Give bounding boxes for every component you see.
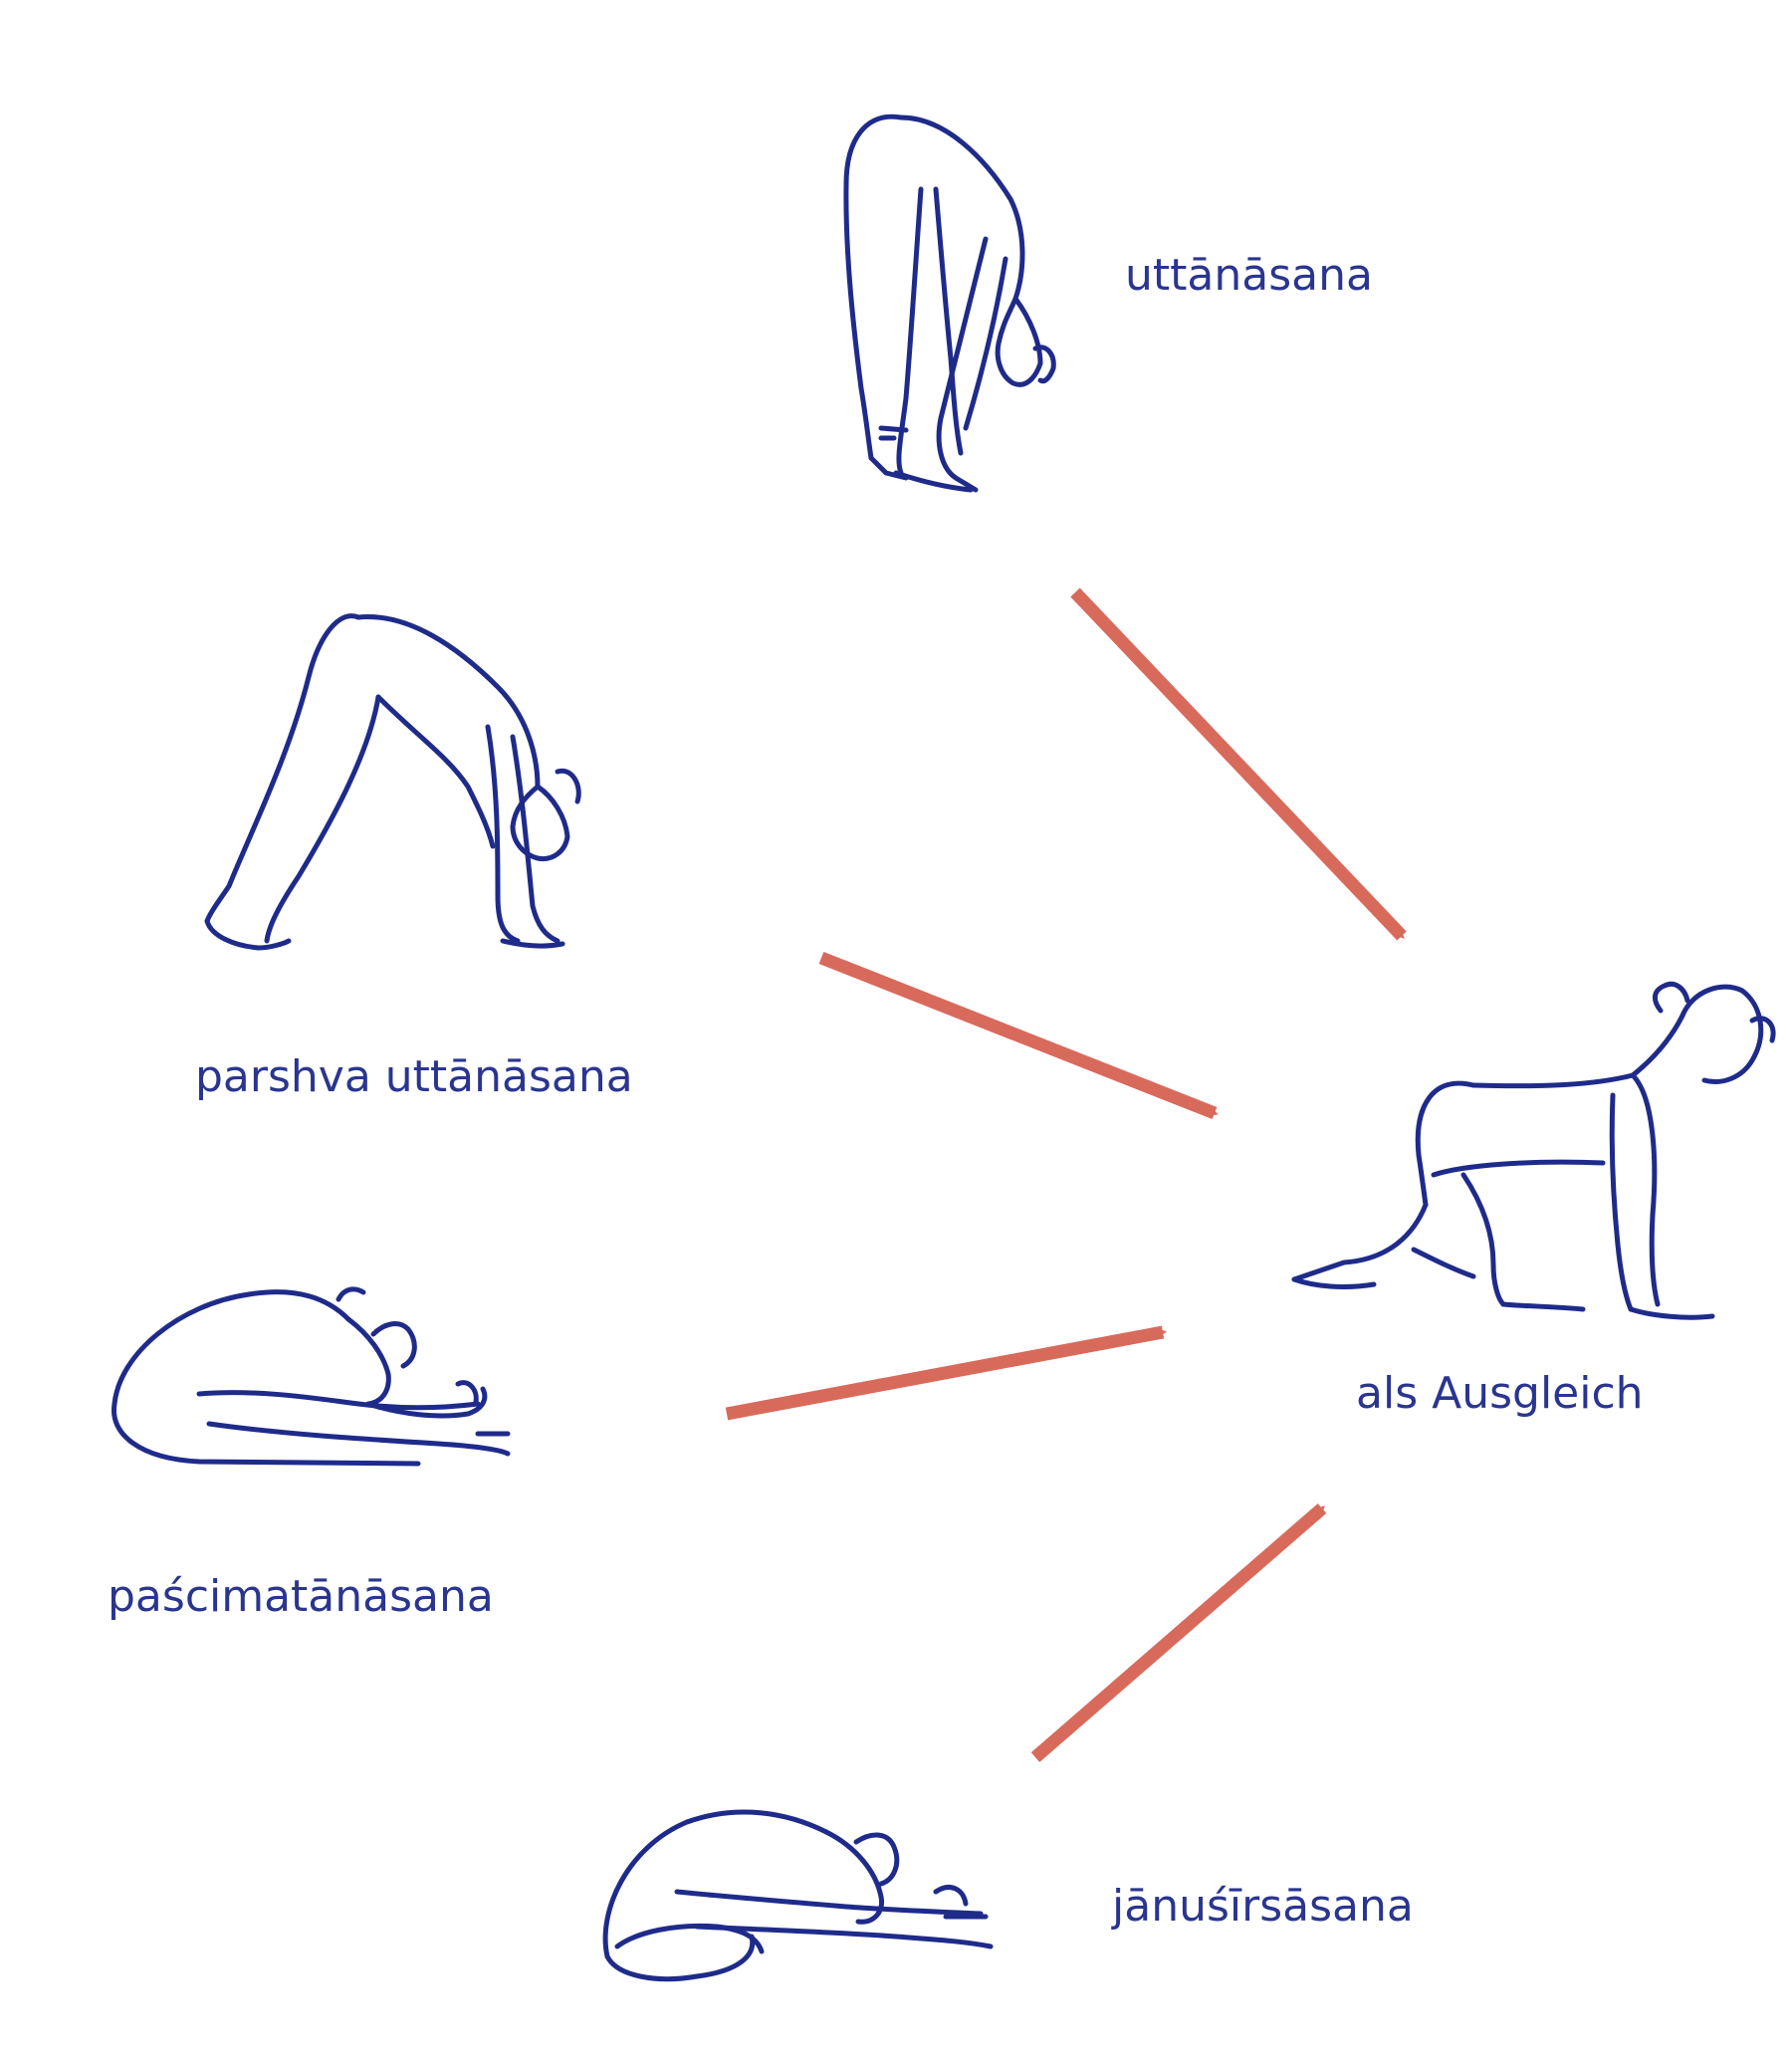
arrow-parshva-uttanasana	[818, 951, 1219, 1120]
arrow-uttanasana	[1070, 587, 1407, 941]
label-pascimatanasana: paścimatānāsana	[108, 1571, 494, 1622]
uttanasana-figure-icon	[843, 114, 1056, 493]
arrow-pascimatanasana	[725, 1325, 1167, 1421]
label-als-ausgleich: als Ausgleich	[1356, 1368, 1644, 1419]
arrow-janusirsasana	[1030, 1503, 1327, 1762]
cat-pose-figure-icon	[1291, 981, 1776, 1320]
janusirsasana-figure-icon	[602, 1809, 994, 1982]
label-janusirsasana: jānuśīrsāsana	[1112, 1881, 1414, 1932]
pascimatanasana-figure-icon	[111, 1286, 511, 1467]
parshva-uttanasana-figure-icon	[204, 613, 581, 951]
label-parshva-uttanasana: parshva uttānāsana	[195, 1051, 633, 1102]
label-uttanasana: uttānāsana	[1125, 250, 1373, 301]
